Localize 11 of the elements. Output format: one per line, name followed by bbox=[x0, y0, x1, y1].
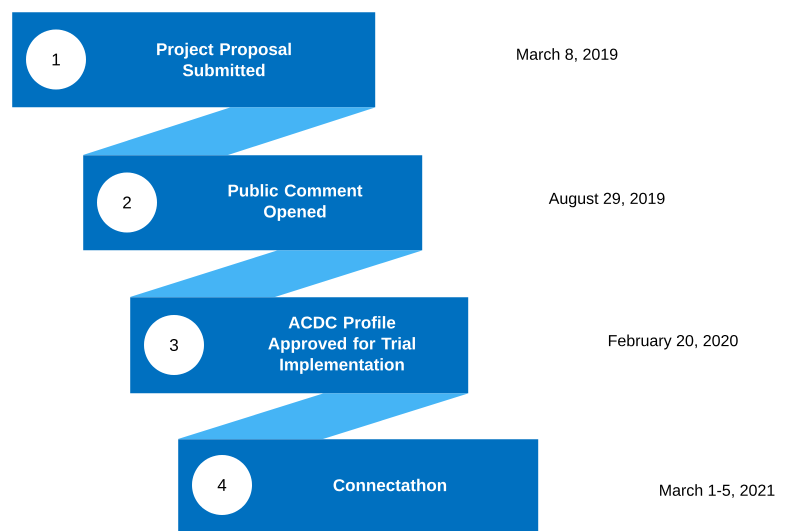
step-box: 4 Connectathon bbox=[178, 439, 538, 531]
date-label: March 1-5, 2021 bbox=[660, 484, 774, 498]
date-label: August 29, 2019 bbox=[548, 192, 664, 208]
ribbon-connector bbox=[83, 107, 376, 155]
date-label: March 8, 2019 bbox=[517, 48, 618, 62]
ribbon-connector bbox=[178, 393, 468, 439]
step-box: 2 Public Comment Opened bbox=[83, 155, 422, 250]
date-label: February 20, 2020 bbox=[608, 334, 738, 350]
ribbon-connector bbox=[130, 250, 422, 297]
step-box: 1 Project Proposal Submitted bbox=[12, 12, 376, 108]
step-box: 3 ACDC Profile Approved for Trial Implementation bbox=[130, 297, 468, 394]
